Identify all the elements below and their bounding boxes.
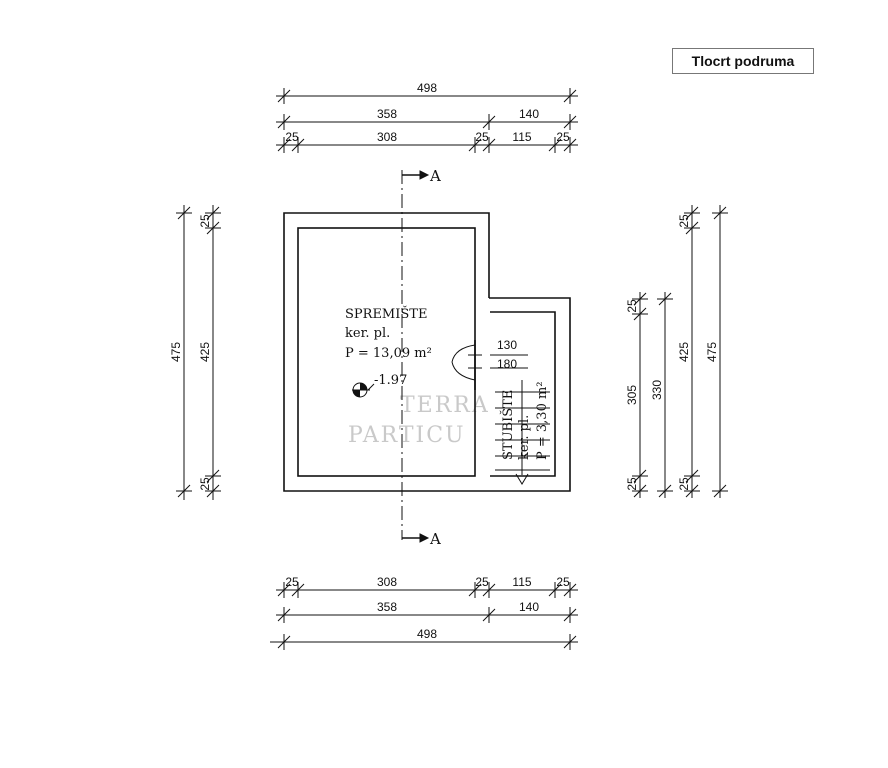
dim-top-fine-5: 25 <box>556 130 570 144</box>
dim-bottom-mid-2: 140 <box>519 600 539 614</box>
storage-room-name: SPREMIŠTE <box>345 305 427 322</box>
dim-right-small-2: 305 <box>625 385 639 405</box>
dim-top-mid-1: 358 <box>377 107 397 121</box>
dim-bottom-fine-2: 308 <box>377 575 397 589</box>
storage-level: -1.97 <box>374 373 407 388</box>
dim-left-inner-2: 425 <box>198 342 212 362</box>
left-dimensions <box>176 205 221 500</box>
dim-bottom-fine-1: 25 <box>285 575 299 589</box>
door-height: 180 <box>497 357 517 371</box>
stairs-floor: ker. pl. <box>517 415 532 460</box>
bottom-dimensions <box>270 582 578 650</box>
dim-bottom-mid-1: 358 <box>377 600 397 614</box>
dim-top-fine-3: 25 <box>475 130 489 144</box>
dim-top-fine-1: 25 <box>285 130 299 144</box>
door-symbol <box>451 344 528 381</box>
dim-right-small-3: 25 <box>625 477 639 491</box>
dim-top-fine-4: 115 <box>512 130 531 144</box>
watermark-line-1: TERRA <box>400 393 490 418</box>
level-marker-icon <box>352 382 375 398</box>
watermark-line-2: PARTICU <box>348 423 466 448</box>
top-dimensions <box>276 88 578 153</box>
dim-right-big-1: 25 <box>677 214 691 228</box>
dim-left-inner-3: 25 <box>198 477 212 491</box>
dim-right-big-total: 475 <box>705 342 719 362</box>
storage-floor: ker. pl. <box>345 326 390 341</box>
storage-area: P = 13,09 m² <box>345 346 432 361</box>
section-label-bottom: A <box>429 530 441 548</box>
plan-title: Tlocrt podruma <box>672 48 814 74</box>
dim-bottom-total: 498 <box>417 627 437 641</box>
door-width: 130 <box>497 338 517 352</box>
stairs-symbol <box>495 380 550 485</box>
dim-right-big-2: 425 <box>677 342 691 362</box>
dim-top-total: 498 <box>417 81 437 95</box>
section-label-top: A <box>429 167 441 185</box>
dim-right-big-3: 25 <box>677 477 691 491</box>
dim-bottom-fine-5: 25 <box>556 575 570 589</box>
walls <box>283 212 571 492</box>
watermark: TERRA PARTICU <box>348 393 490 448</box>
dim-top-mid-2: 140 <box>519 107 539 121</box>
dim-right-small-1: 25 <box>625 299 639 313</box>
dim-left-outer: 475 <box>169 342 183 362</box>
section-line <box>401 170 430 543</box>
dim-left-inner-1: 25 <box>198 214 212 228</box>
dim-bottom-fine-3: 25 <box>475 575 489 589</box>
stairs-room-name: STUBIŠTE <box>499 390 516 460</box>
dim-right-small-total: 330 <box>650 380 664 400</box>
dim-top-fine-2: 308 <box>377 130 397 144</box>
stairs-area: P = 3,30 m² <box>535 381 550 460</box>
right-dimensions <box>632 205 728 498</box>
dim-bottom-fine-4: 115 <box>512 575 531 589</box>
